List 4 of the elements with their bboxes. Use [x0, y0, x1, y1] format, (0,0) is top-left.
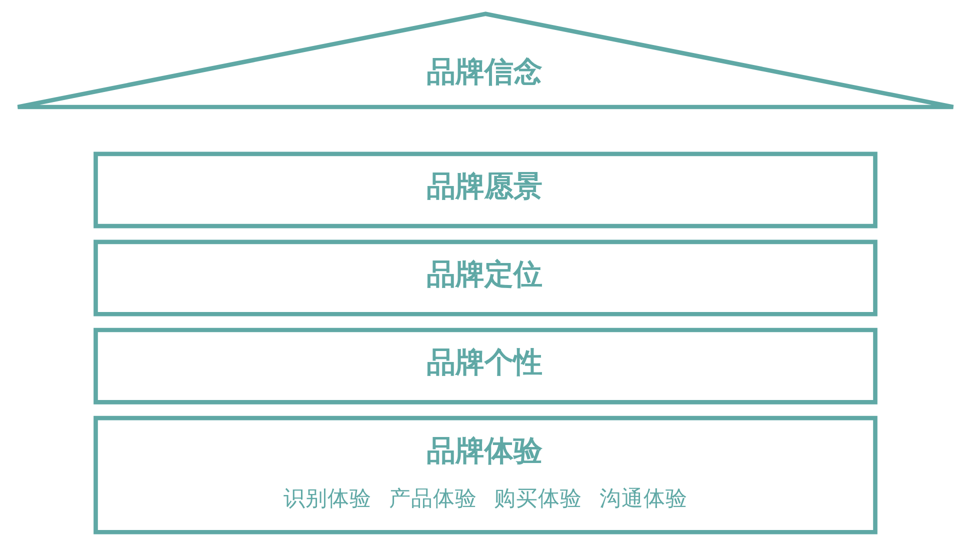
node-box: 品牌定位	[93, 240, 877, 316]
node-box: 品牌个性	[93, 328, 877, 404]
node-box: 品牌愿景	[93, 152, 877, 228]
node-box: 品牌体验 识别体验 产品体验 购买体验 沟通体验	[93, 416, 877, 534]
